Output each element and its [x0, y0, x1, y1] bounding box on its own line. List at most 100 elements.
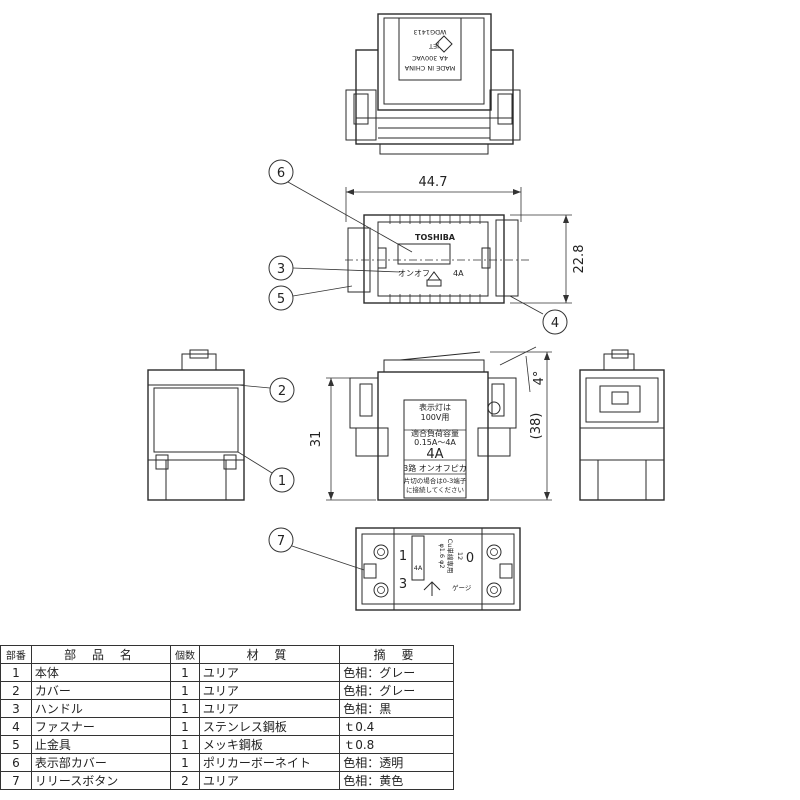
header-part-name: 部 品 名 [30, 645, 172, 664]
side-label-5: 4A [426, 447, 443, 462]
part-note: 色相：黒 [339, 699, 454, 718]
brand-label: TOSHIBA [415, 233, 456, 242]
part-material: ステンレス鋼板 [198, 717, 341, 736]
wire-size-label: φ1.6 φ2 [438, 543, 446, 568]
left-side-view [147, 349, 245, 501]
table-row: 7 リリースボタン 2 ユリア 色相：黄色 [0, 771, 454, 790]
header-qty: 個数 [170, 645, 200, 664]
part-name: リリースボタン [30, 771, 172, 790]
part-note: 色相：透明 [339, 753, 454, 772]
handle-text: オンオフ [398, 269, 430, 278]
right-side-view [579, 349, 665, 501]
part-no: 7 [0, 771, 32, 790]
svg-text:5: 5 [277, 292, 285, 307]
part-qty: 1 [170, 735, 200, 754]
part-name: ハンドル [30, 699, 172, 718]
dim-width: 44.7 [419, 175, 448, 190]
header-material: 材 質 [198, 645, 341, 664]
handle-rating: 4A [453, 269, 464, 278]
table-row: 4 ファスナー 1 ステンレス鋼板 ｔ0.4 [0, 717, 454, 736]
switch-symbol-icon [423, 581, 441, 596]
parts-table-header: 部番 部 品 名 個数 材 質 摘 要 [0, 645, 454, 664]
part-name: ファスナー [30, 717, 172, 736]
part-note: ｔ0.8 [339, 735, 454, 754]
svg-text:3: 3 [277, 262, 285, 277]
rear-rating-label: 4A 300VAC [412, 54, 448, 62]
strip-length-label: 12 [456, 552, 464, 560]
callout-6: 6 [268, 159, 413, 253]
terminal-holes [373, 544, 502, 598]
parts-table: 部番 部 品 名 個数 材 質 摘 要 1 本体 1 ユリア 色相：グレー 2 … [0, 645, 454, 790]
callout-7: 7 [268, 527, 365, 571]
table-row: 3 ハンドル 1 ユリア 色相：黒 [0, 699, 454, 718]
dim-angle: 4° [532, 371, 547, 386]
rear-view: MADE IN CHINA 4A 300VAC JET WDG1413 [345, 13, 521, 155]
side-label-7: 片切の場合は0-3端子 [404, 476, 467, 485]
callout-1: 1 [237, 451, 295, 493]
part-no: 5 [0, 735, 32, 754]
svg-text:7: 7 [277, 534, 285, 549]
part-no: 6 [0, 753, 32, 772]
part-material: ユリア [198, 681, 341, 700]
part-material: メッキ鋼板 [198, 735, 341, 754]
part-material: ユリア [198, 663, 341, 682]
part-name: 止金具 [30, 735, 172, 754]
callout-3: 3 [268, 255, 401, 281]
part-no: 2 [0, 681, 32, 700]
bottom-rating: 4A [414, 564, 423, 572]
header-part-no: 部番 [0, 645, 32, 664]
jet-mark-icon [435, 35, 453, 53]
part-name: 本体 [30, 663, 172, 682]
part-material: ユリア [198, 771, 341, 790]
center-side-view: 表示灯は 100V用 適合負荷容量 0.15A～4A 4A 3路 オンオフピカ … [309, 346, 552, 501]
table-row: 1 本体 1 ユリア 色相：グレー [0, 663, 454, 682]
part-qty: 1 [170, 681, 200, 700]
table-row: 6 表示部カバー 1 ポリカーボーネイト 色相：透明 [0, 753, 454, 772]
side-label-1: 表示灯は [419, 402, 451, 412]
part-qty: 2 [170, 771, 200, 790]
part-qty: 1 [170, 717, 200, 736]
part-material: ユリア [198, 699, 341, 718]
svg-text:4: 4 [551, 316, 559, 331]
front-view: 44.7 [345, 175, 587, 304]
part-no: 3 [0, 699, 32, 718]
part-no: 1 [0, 663, 32, 682]
header-note: 摘 要 [339, 645, 454, 664]
table-row: 5 止金具 1 メッキ鋼板 ｔ0.8 [0, 735, 454, 754]
svg-text:6: 6 [277, 166, 285, 181]
wire-type-label: Cu単線専用 [446, 539, 455, 574]
callout-5: 5 [268, 285, 353, 311]
side-label-3: 適合負荷容量 [411, 428, 459, 438]
part-note: ｔ0.4 [339, 717, 454, 736]
side-label-4: 0.15A～4A [414, 438, 456, 447]
terminal-1-label: 1 [399, 549, 407, 564]
callout-4: 4 [509, 295, 568, 335]
part-qty: 1 [170, 699, 200, 718]
part-qty: 1 [170, 753, 200, 772]
table-row: 2 カバー 1 ユリア 色相：グレー [0, 681, 454, 700]
bottom-view: 1 3 0 4A φ1.6 φ2 Cu単線専用 12 ゲージ [355, 527, 521, 611]
display-window [397, 243, 451, 265]
side-label-8: に接続してください [406, 485, 464, 494]
terminal-0-label: 0 [466, 551, 474, 566]
terminal-3-label: 3 [399, 577, 407, 592]
rear-code-label: WDG1413 [413, 28, 446, 36]
side-label-6: 3路 オンオフピカ [403, 463, 467, 473]
part-no: 4 [0, 717, 32, 736]
rear-jet-label: JET [429, 42, 440, 50]
part-note: 色相：グレー [339, 681, 454, 700]
rear-made-label: MADE IN CHINA [404, 64, 455, 72]
grille-ribs [389, 215, 481, 303]
dim-height: 31 [309, 431, 324, 448]
callout-2: 2 [237, 377, 295, 403]
side-label-2: 100V用 [421, 413, 450, 422]
svg-text:1: 1 [278, 474, 286, 489]
svg-text:2: 2 [278, 384, 286, 399]
gauge-label: ゲージ [452, 583, 472, 592]
part-name: 表示部カバー [30, 753, 172, 772]
part-name: カバー [30, 681, 172, 700]
dim-height-total: (38) [529, 413, 544, 440]
dim-depth: 22.8 [572, 245, 587, 274]
part-qty: 1 [170, 663, 200, 682]
